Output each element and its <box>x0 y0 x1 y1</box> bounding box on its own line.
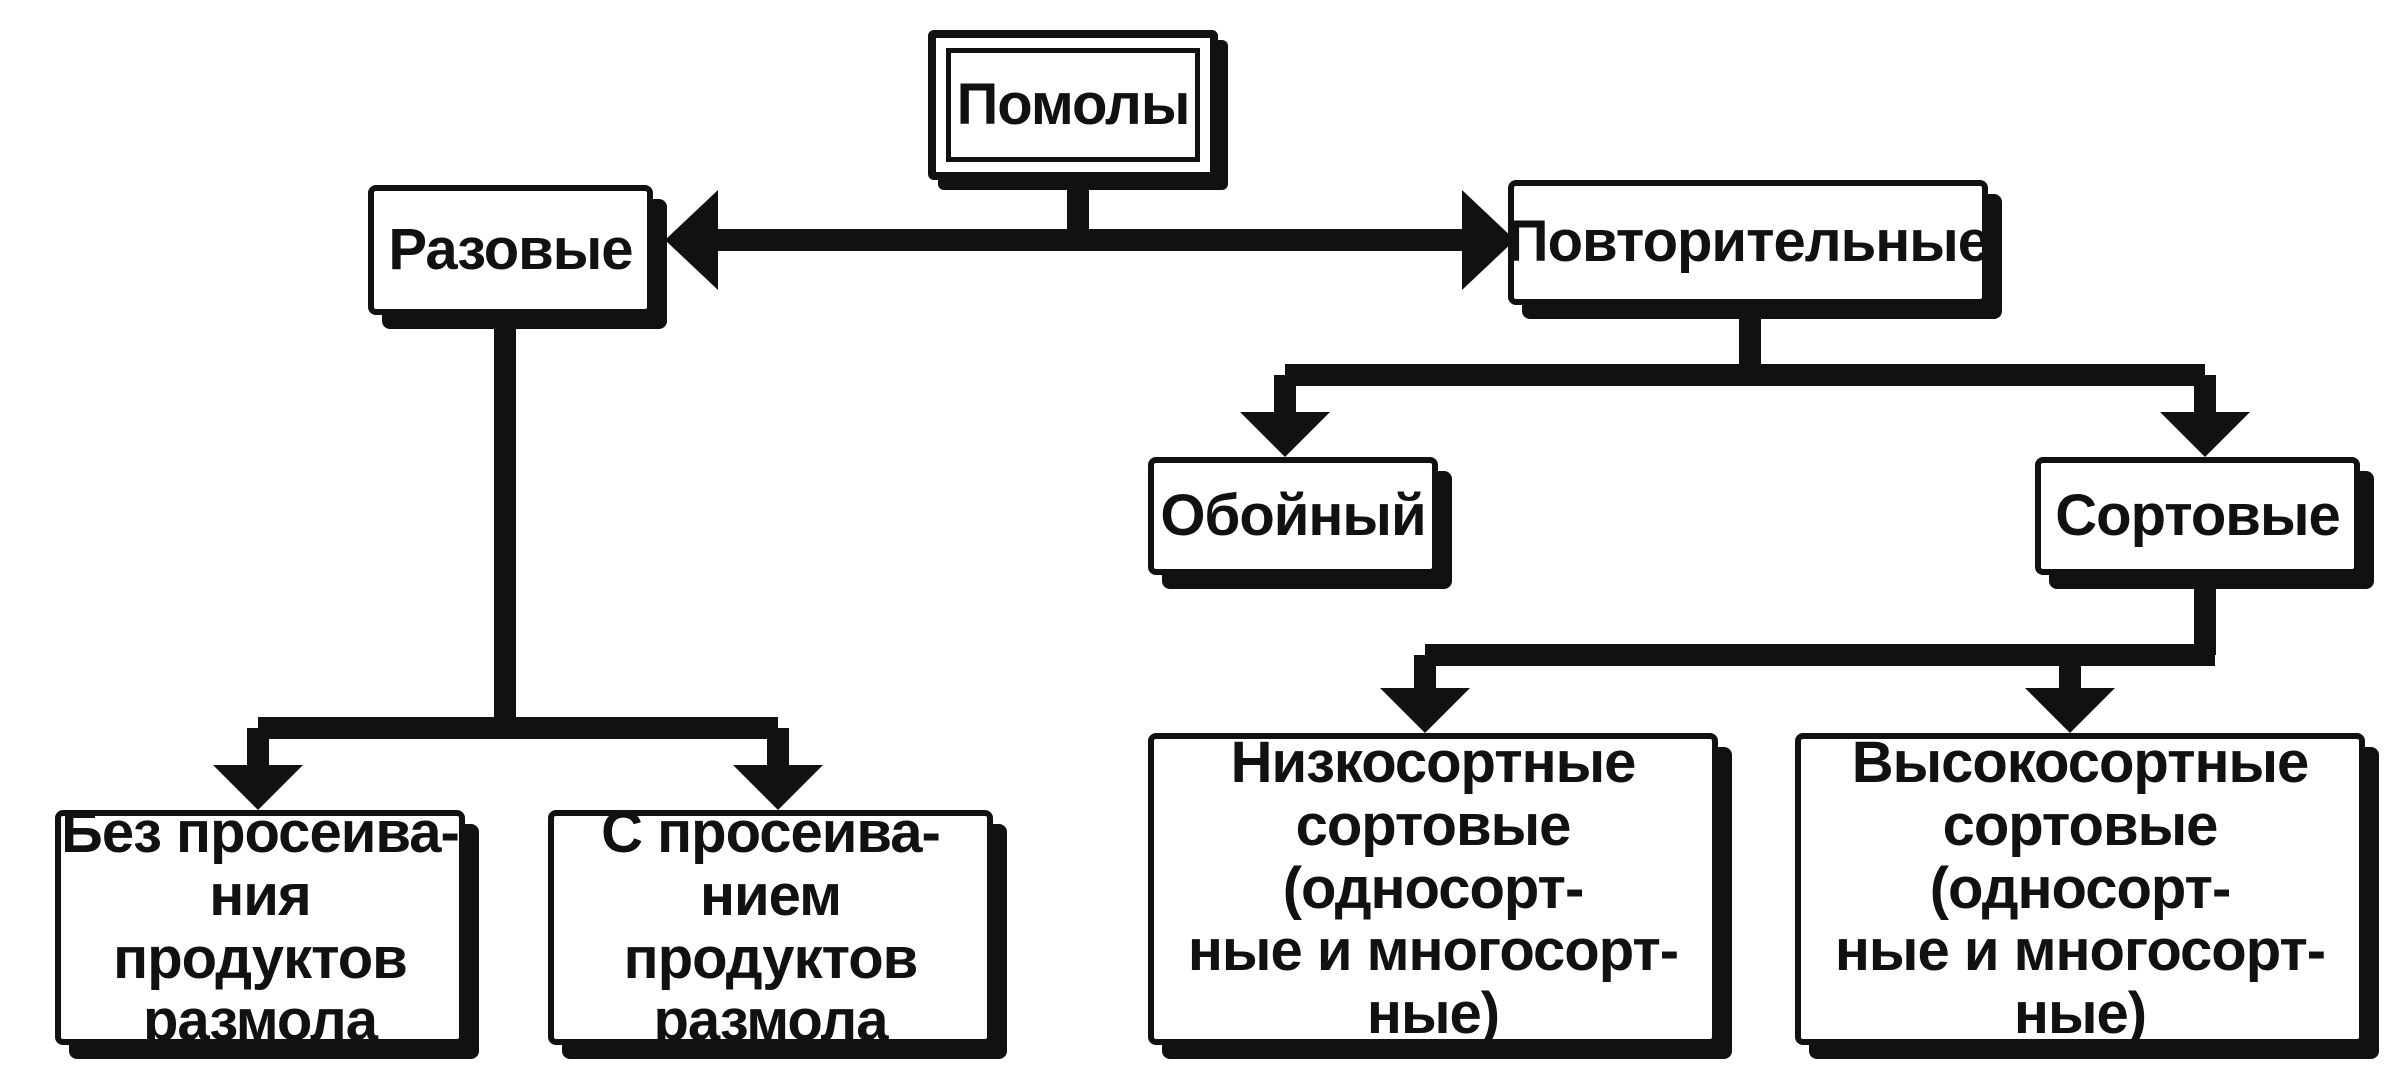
node-root-milling: Помолы <box>928 30 1218 180</box>
node-one-time: Разовые <box>368 185 653 315</box>
node-high-grade: Высокосортные сортовые (односорт- ные и … <box>1795 730 2365 1046</box>
arrow-to-graded <box>2160 412 2250 457</box>
node-high-grade-label: Высокосортные сортовые (односорт- ные и … <box>1834 730 2326 1046</box>
node-low-grade: Низкосортные сортовые (односорт- ные и м… <box>1148 730 1718 1046</box>
node-repeated-label: Повторительные <box>1506 209 1990 275</box>
arrow-to-high-grade <box>2025 688 2115 733</box>
node-no-sifting-label: Без просеива- ния продуктов размола <box>61 800 460 1054</box>
arrow-to-one-time <box>665 190 718 290</box>
node-one-time-label: Разовые <box>388 216 633 282</box>
node-low-grade-label: Низкосортные сортовые (односорт- ные и м… <box>1187 730 1679 1046</box>
arrow-to-repeated <box>1462 190 1515 290</box>
arrow-to-wallpaper <box>1240 412 1330 457</box>
node-root-inner-frame: Помолы <box>946 48 1200 162</box>
node-wallpaper-label: Обойный <box>1160 482 1426 548</box>
node-graded-label: Сортовые <box>2055 482 2340 548</box>
arrow-to-with-sifting <box>733 765 823 810</box>
node-with-sifting: С просеива- нием продуктов размола <box>548 801 993 1052</box>
node-root-label: Помолы <box>956 71 1191 137</box>
node-no-sifting: Без просеива- ния продуктов размола <box>55 801 465 1052</box>
arrow-to-no-sifting <box>213 765 303 810</box>
node-with-sifting-label: С просеива- нием продуктов размола <box>601 800 941 1054</box>
arrow-to-low-grade <box>1380 688 1470 733</box>
node-repeated: Повторительные <box>1506 180 1990 305</box>
node-wallpaper: Обойный <box>1148 457 1438 575</box>
node-graded: Сортовые <box>2035 457 2360 575</box>
